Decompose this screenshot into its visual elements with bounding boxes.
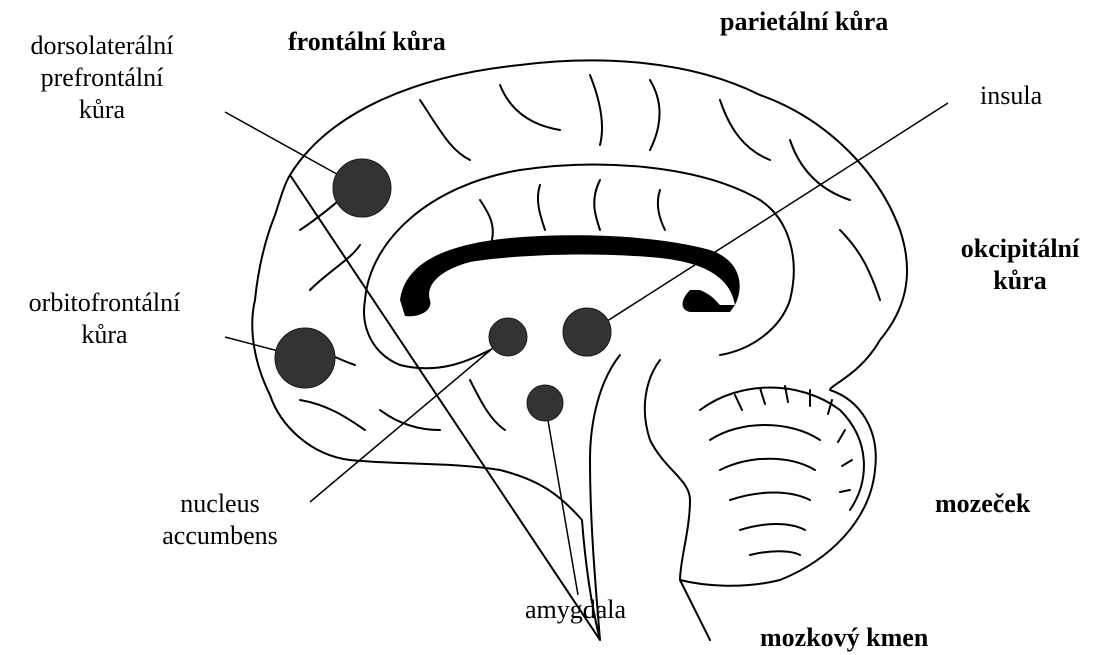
label-occipital-line-1: okcipitální [945, 233, 1095, 265]
label-occipital-cortex: okcipitální kůra [945, 233, 1095, 297]
label-nacc-line-1: nucleus [140, 488, 300, 520]
nacc-region-dot [489, 318, 527, 356]
insula-region-dot [563, 308, 611, 356]
label-frontal-cortex: frontální kůra [288, 26, 446, 58]
label-brainstem: mozkový kmen [760, 622, 928, 654]
label-ofc: orbitofrontální kůra [2, 287, 207, 351]
label-dlpfc-line-1: dorsolaterální [2, 30, 202, 62]
label-dlpfc-line-2: prefrontální [2, 62, 202, 94]
label-dlpfc: dorsolaterální prefrontální kůra [2, 30, 202, 126]
label-insula: insula [980, 80, 1042, 112]
label-cerebellum: mozeček [935, 488, 1030, 520]
label-nucleus-accumbens: nucleus accumbens [140, 488, 300, 552]
label-dlpfc-line-3: kůra [2, 94, 202, 126]
label-ofc-line-2: kůra [2, 319, 207, 351]
dlpfc-region-dot [333, 159, 391, 217]
ofc-region-dot [275, 328, 335, 388]
label-nacc-line-2: accumbens [140, 520, 300, 552]
label-occipital-line-2: kůra [945, 265, 1095, 297]
corpus-callosum [400, 235, 740, 316]
amygdala-region-dot [527, 385, 563, 421]
label-amygdala: amygdala [525, 594, 626, 626]
label-ofc-line-1: orbitofrontální [2, 287, 207, 319]
label-parietal-cortex: parietální kůra [720, 6, 888, 38]
nacc-connector [310, 337, 506, 502]
